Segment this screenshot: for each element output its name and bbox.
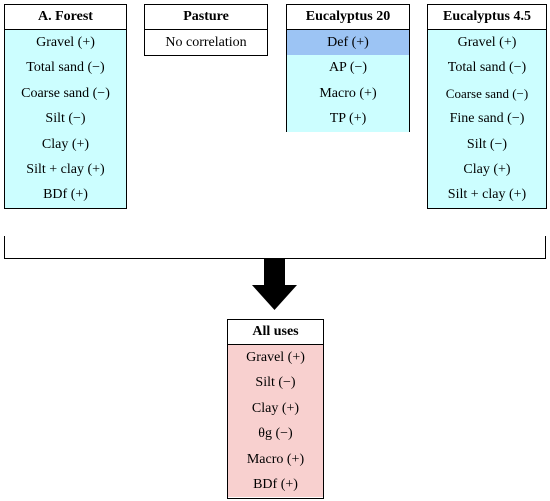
all-uses-item: BDf (+) [228,471,323,498]
forest-item: Silt + clay (+) [5,156,126,183]
eucalyptus45-item: Silt (−) [428,131,546,157]
forest-title: A. Forest [5,5,126,30]
eucalyptus20-box: Eucalyptus 20 Def (+) AP (−) Macro (+) T… [286,4,410,132]
pasture-box: Pasture No correlation [144,4,268,56]
eucalyptus45-item: Fine sand (−) [428,106,546,132]
eucalyptus20-item: Macro (+) [287,80,409,107]
bracket-line [4,236,546,259]
eucalyptus45-item: Total sand (−) [428,55,546,81]
arrow-head [252,285,297,310]
eucalyptus20-item-highlighted: Def (+) [287,30,409,56]
all-uses-item: Clay (+) [228,395,323,422]
all-uses-item: θg (−) [228,421,323,447]
pasture-title: Pasture [145,5,267,30]
eucalyptus45-item: Silt + clay (+) [428,182,546,208]
eucalyptus45-box: Eucalyptus 4.5 Gravel (+) Total sand (−)… [427,4,547,209]
all-uses-item: Gravel (+) [228,345,323,371]
forest-item: Total sand (−) [5,55,126,81]
all-uses-title: All uses [228,320,323,345]
all-uses-item: Silt (−) [228,370,323,396]
eucalyptus20-item: TP (+) [287,106,409,132]
eucalyptus20-item: AP (−) [287,55,409,81]
eucalyptus45-item: Clay (+) [428,156,546,183]
eucalyptus45-title: Eucalyptus 4.5 [428,5,546,30]
eucalyptus45-item: Gravel (+) [428,30,546,56]
pasture-item: No correlation [145,30,267,56]
forest-box: A. Forest Gravel (+) Total sand (−) Coar… [4,4,127,209]
forest-item: Silt (−) [5,106,126,132]
all-uses-box: All uses Gravel (+) Silt (−) Clay (+) θg… [227,319,324,499]
forest-item: Clay (+) [5,131,126,157]
eucalyptus20-title: Eucalyptus 20 [287,5,409,30]
arrow-shaft [264,258,285,285]
forest-item: Gravel (+) [5,30,126,56]
forest-item: Coarse sand (−) [5,80,126,107]
eucalyptus45-item: Coarse sand (−) [428,80,546,107]
all-uses-item: Macro (+) [228,446,323,472]
forest-item: BDf (+) [5,182,126,208]
